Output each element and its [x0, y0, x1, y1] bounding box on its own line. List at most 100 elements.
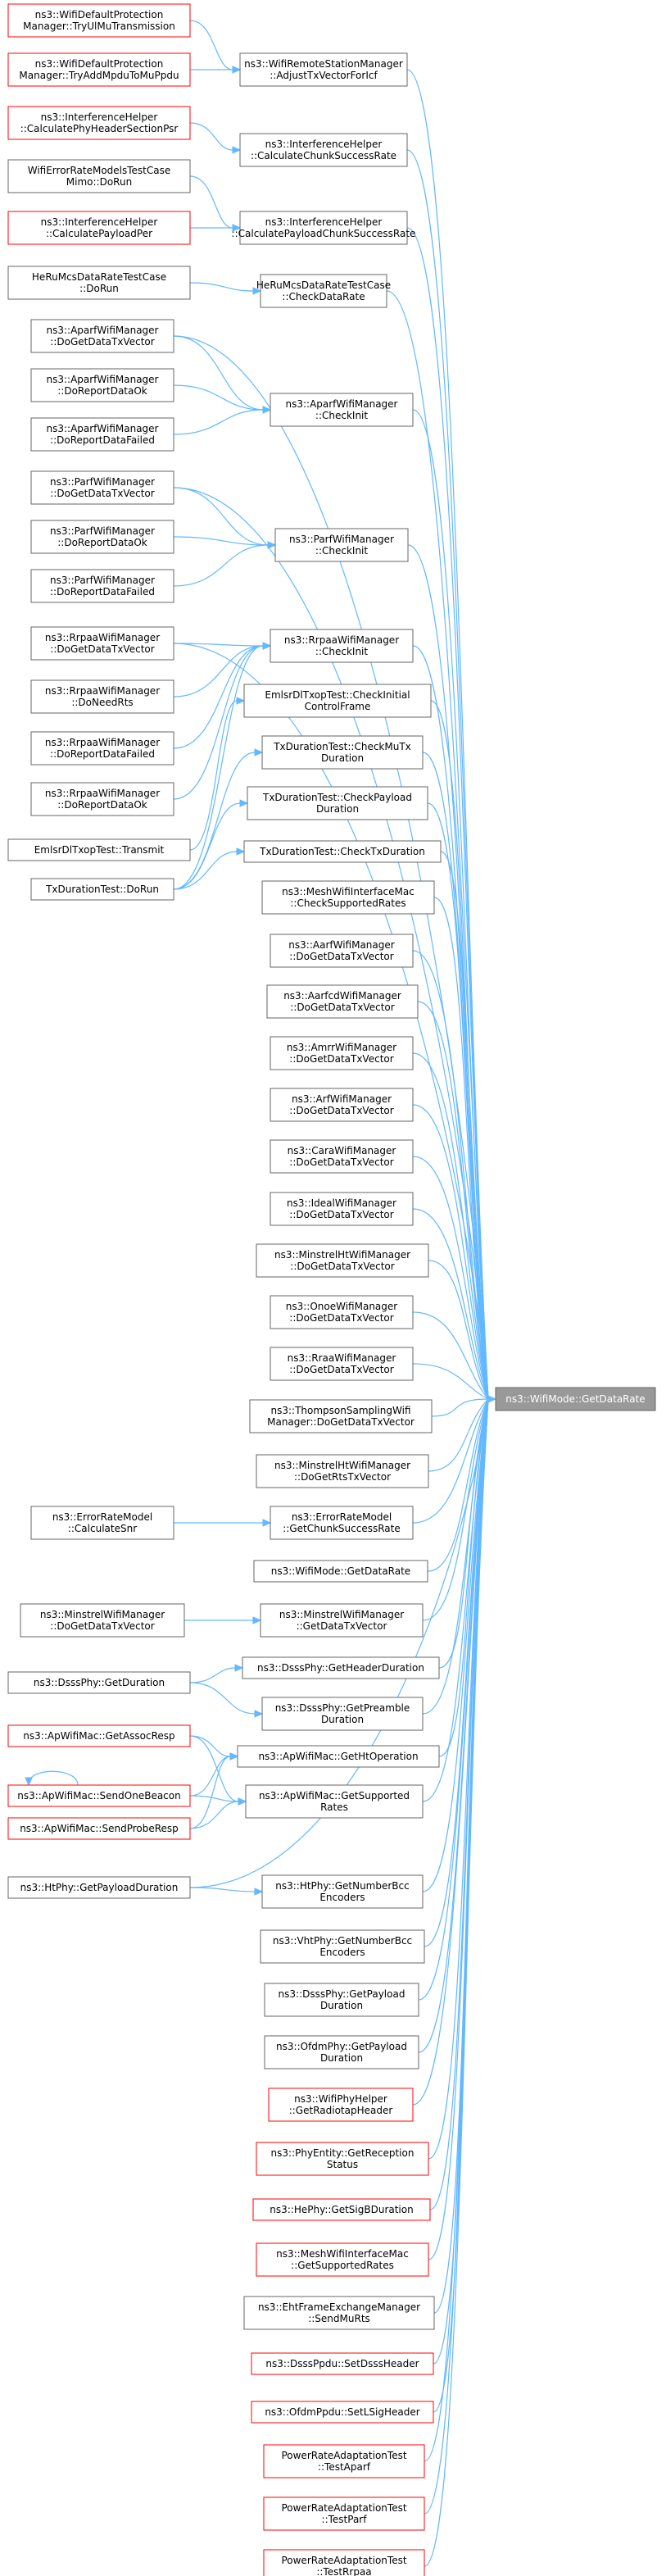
function-node[interactable]: ns3::DsssPhy::GetPayloadDuration: [264, 1983, 419, 2017]
function-node[interactable]: ns3::ParfWifiManager::DoGetDataTxVector: [30, 470, 174, 505]
function-node[interactable]: ns3::ErrorRateModel::CalculateSnr: [30, 1506, 174, 1540]
function-node[interactable]: ns3::DsssPhy::GetHeaderDuration: [242, 1656, 440, 1679]
node-label: ns3::ApWifiMac::GetAssocResp: [23, 1730, 174, 1742]
function-node[interactable]: ns3::OfdmPpdu::SetLSigHeader: [251, 2401, 434, 2424]
function-node[interactable]: ns3::MinstrelHtWifiManager::DoGetDataTxV…: [256, 1243, 429, 1278]
node-label: ns3::ApWifiMac::GetHtOperation: [258, 1751, 418, 1762]
call-edge-l16-to-m7: [173, 645, 264, 800]
function-node[interactable]: ns3::ErrorRateModel::GetChunkSuccessRate: [270, 1506, 414, 1540]
node-box: [247, 786, 428, 820]
call-edge-m38-to-target: [428, 1398, 489, 2260]
node-label: ::DoReportDataFailed: [50, 586, 155, 597]
function-node[interactable]: ns3::WifiDefaultProtectionManager::TryAd…: [7, 52, 191, 87]
function-node[interactable]: ns3::MeshWifiInterfaceMac::CheckSupporte…: [261, 880, 435, 915]
arrowhead-m3: [232, 224, 242, 232]
node-label: ::GetDataTxVector: [297, 1620, 387, 1632]
function-node[interactable]: ns3::ApWifiMac::GetHtOperation: [237, 1745, 440, 1768]
function-node[interactable]: ns3::ParfWifiManager::DoReportDataFailed: [30, 569, 174, 603]
function-node[interactable]: ns3::AarfcdWifiManager::DoGetDataTxVecto…: [266, 984, 419, 1019]
function-node[interactable]: ns3::WifiRemoteStationManager::AdjustTxV…: [239, 52, 408, 87]
function-node[interactable]: ns3::WifiMode::GetDataRate: [253, 1560, 428, 1583]
function-node[interactable]: ns3::MinstrelWifiManager::DoGetDataTxVec…: [20, 1603, 185, 1638]
function-node[interactable]: ns3::AparfWifiManager::DoReportDataOk: [30, 368, 174, 402]
function-node[interactable]: ns3::ThompsonSamplingWifiManager::DoGetD…: [249, 1399, 433, 1433]
function-node[interactable]: ns3::InterferenceHelper::CalculatePayloa…: [232, 211, 416, 245]
function-node[interactable]: ns3::DsssPpdu::SetDsssHeader: [251, 2352, 434, 2375]
function-node[interactable]: ns3::MinstrelWifiManager::GetDataTxVecto…: [260, 1603, 424, 1638]
function-node[interactable]: ns3::MeshWifiInterfaceMac::GetSupportedR…: [256, 2242, 429, 2277]
function-node[interactable]: ns3::OfdmPhy::GetPayloadDuration: [264, 2035, 419, 2069]
node-label: ns3::WifiMode::GetDataRate: [271, 1565, 410, 1577]
node-label: ::CheckDataRate: [282, 291, 365, 302]
node-label: ::GetSupportedRates: [291, 2260, 394, 2271]
function-node[interactable]: HeRuMcsDataRateTestCase::CheckDataRate: [256, 274, 391, 308]
call-edge-m24-to-target: [412, 1398, 489, 1524]
function-node[interactable]: ns3::AmrrWifiManager::DoGetDataTxVector: [270, 1036, 414, 1070]
function-node[interactable]: ns3::WifiDefaultProtectionManager::TryUl…: [7, 3, 191, 38]
function-node[interactable]: PowerRateAdaptationTest::TestParf: [263, 2496, 425, 2531]
function-node[interactable]: ns3::AparfWifiManager::CheckInit: [270, 393, 414, 427]
function-node[interactable]: ns3::CaraWifiManager::DoGetDataTxVector: [270, 1139, 414, 1174]
call-edge-l13-to-target: [173, 643, 489, 1400]
function-node[interactable]: ns3::AarfWifiManager::DoGetDataTxVector: [270, 934, 414, 968]
function-node[interactable]: ns3::HtPhy::GetPayloadDuration: [7, 1876, 191, 1899]
node-box: [270, 393, 414, 427]
function-node[interactable]: ns3::InterferenceHelper::CalculatePhyHea…: [7, 106, 191, 140]
function-node[interactable]: HeRuMcsDataRateTestCase::DoRun: [7, 266, 191, 300]
node-box: [245, 1784, 424, 1819]
function-node[interactable]: ns3::ApWifiMac::SendProbeResp: [7, 1817, 191, 1840]
node-label: ::AdjustTxVectorForIcf: [270, 70, 378, 81]
function-node[interactable]: ns3::OnoeWifiManager::DoGetDataTxVector: [270, 1295, 414, 1329]
node-label: Rates: [320, 1801, 348, 1813]
function-node[interactable]: ns3::ApWifiMac::GetAssocResp: [7, 1724, 191, 1747]
function-node[interactable]: ns3::RrpaaWifiManager::DoReportDataOk: [30, 782, 174, 816]
function-node[interactable]: PowerRateAdaptationTest::TestAparf: [263, 2444, 425, 2478]
node-label: ns3::InterferenceHelper: [41, 111, 158, 123]
function-node[interactable]: EmlsrDlTxopTest::CheckInitialControlFram…: [243, 684, 432, 718]
node-label: ::CalculateChunkSuccessRate: [251, 150, 396, 161]
function-node[interactable]: PowerRateAdaptationTest::TestRrpaa: [263, 2549, 425, 2576]
function-node[interactable]: ns3::InterferenceHelper::CalculatePayloa…: [7, 211, 191, 245]
node-box: [243, 2296, 435, 2330]
call-edge-l7-to-target: [173, 335, 489, 1400]
function-node[interactable]: ns3::ParfWifiManager::CheckInit: [274, 528, 409, 562]
node-label: Manager::DoGetDataTxVector: [267, 1416, 415, 1428]
node-label: ::DoGetDataTxVector: [50, 336, 154, 348]
function-node[interactable]: ns3::DsssPhy::GetDuration: [7, 1671, 191, 1694]
function-node[interactable]: TxDurationTest::CheckTxDuration: [243, 840, 442, 863]
function-node[interactable]: ns3::RrpaaWifiManager::CheckInit: [270, 629, 414, 663]
function-node[interactable]: ns3::ArfWifiManager::DoGetDataTxVector: [270, 1088, 414, 1122]
node-label: ns3::MeshWifiInterfaceMac: [282, 886, 415, 897]
function-node[interactable]: ns3::IdealWifiManager::DoGetDataTxVector: [270, 1192, 414, 1226]
function-node[interactable]: ns3::AparfWifiManager::DoReportDataFaile…: [30, 417, 174, 452]
node-label: Manager::TryAddMpduToMuPpdu: [19, 70, 179, 81]
function-node[interactable]: ns3::AparfWifiManager::DoGetDataTxVector: [30, 319, 174, 353]
call-edge-m26-to-target: [422, 1398, 489, 1621]
function-node[interactable]: ns3::MinstrelHtWifiManager::DoGetRtsTxVe…: [256, 1454, 429, 1488]
function-node[interactable]: ns3::RraaWifiManager::DoGetDataTxVector: [270, 1347, 414, 1381]
function-node[interactable]: ns3::InterferenceHelper::CalculateChunkS…: [239, 133, 408, 167]
function-node[interactable]: ns3::EhtFrameExchangeManager::SendMuRts: [243, 2296, 435, 2330]
function-node[interactable]: ns3::RrpaaWifiManager::DoReportDataFaile…: [30, 731, 174, 766]
node-label: TxDurationTest::CheckMuTx: [273, 741, 411, 752]
function-node[interactable]: ns3::WifiPhyHelper::GetRadiotapHeader: [268, 2088, 414, 2122]
function-node[interactable]: EmlsrDlTxopTest::Transmit: [7, 838, 191, 861]
node-label: ns3::ApWifiMac::SendProbeResp: [20, 1823, 179, 1834]
function-node[interactable]: ns3::ApWifiMac::SendOneBeacon: [7, 1784, 191, 1807]
target-node[interactable]: ns3::WifiMode::GetDataRate: [495, 1387, 656, 1411]
function-node[interactable]: TxDurationTest::DoRun: [30, 878, 174, 901]
function-node[interactable]: ns3::HePhy::GetSigBDuration: [252, 2198, 431, 2221]
function-node[interactable]: ns3::RrpaaWifiManager::DoNeedRts: [30, 679, 174, 714]
function-node[interactable]: ns3::ParfWifiManager::DoReportDataOk: [30, 520, 174, 554]
function-node[interactable]: ns3::RrpaaWifiManager::DoGetDataTxVector: [30, 626, 174, 661]
node-label: Encoders: [319, 1892, 365, 1903]
node-box: [7, 1784, 191, 1807]
function-node[interactable]: ns3::ApWifiMac::GetSupportedRates: [245, 1784, 424, 1819]
